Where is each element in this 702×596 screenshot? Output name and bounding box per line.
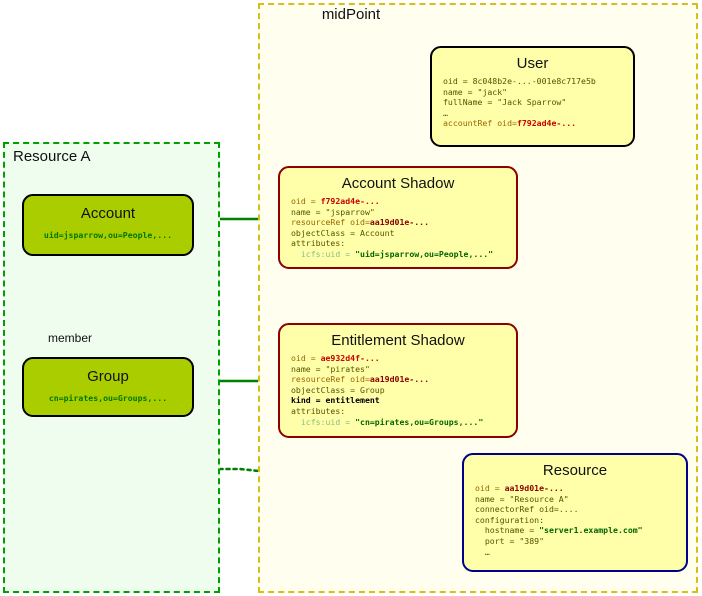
node-group-title: Group	[87, 368, 129, 385]
user-oid-value: 8c048b2e-...-001e8c717e5b	[472, 76, 596, 86]
resource-hostname-key: hostname =	[475, 525, 540, 536]
node-account-shadow-title: Account Shadow	[341, 175, 455, 192]
entitlement-shadow-attr-value: "cn=pirates,ou=Groups,..."	[355, 416, 484, 427]
node-resource-body: oid = aa19d01e-... name = "Resource A" c…	[475, 483, 686, 557]
resource-connectorref-value: ....	[558, 504, 579, 515]
node-user-body: oid = 8c048b2e-...-001e8c717e5b name = "…	[443, 76, 633, 129]
node-entitlement-shadow-body: oid = ae932d4f-... name = "pirates" reso…	[291, 353, 516, 427]
node-group-subtitle: cn=pirates,ou=Groups,...	[48, 393, 168, 403]
entitlement-shadow-attr-name: icfs:uid =	[291, 416, 356, 427]
account-shadow-attr-value: "uid=jsparrow,ou=People,..."	[355, 248, 494, 259]
account-shadow-objectclass-value: Account	[360, 227, 395, 238]
node-account[interactable]: Account uid=jsparrow,ou=People,...	[22, 194, 194, 256]
node-resource-title: Resource	[542, 462, 608, 479]
user-oid-key: oid =	[443, 76, 473, 86]
node-user-title: User	[516, 55, 549, 72]
user-fullname-key: fullName =	[443, 97, 498, 108]
resource-connectorref-key: connectorRef oid=	[475, 504, 559, 515]
resource-port-key: port =	[475, 535, 520, 546]
resource-configuration-key: configuration:	[475, 514, 545, 525]
resource-port-value: "389"	[519, 535, 545, 546]
entitlement-shadow-attributes-key: attributes:	[291, 405, 346, 416]
user-name-key: name =	[443, 86, 478, 97]
node-account-shadow[interactable]: Account Shadow oid = f792ad4e-... name =…	[278, 166, 518, 269]
entitlement-shadow-resourceref-value: aa19d01e-...	[369, 374, 430, 385]
user-fullname-value: "Jack Sparrow"	[497, 97, 567, 108]
container-resource-a-title: Resource A	[13, 148, 91, 165]
container-midpoint-title: midPoint	[321, 6, 381, 23]
resource-ellipsis: …	[475, 546, 490, 557]
account-shadow-attributes-key: attributes:	[291, 238, 346, 249]
account-shadow-attr-name: icfs:uid =	[291, 248, 356, 259]
account-shadow-objectclass-key: objectClass =	[291, 227, 361, 238]
entitlement-shadow-oid-value: ae932d4f-...	[320, 353, 380, 363]
node-group[interactable]: Group cn=pirates,ou=Groups,...	[22, 357, 194, 417]
resource-oid-value: aa19d01e-...	[504, 483, 564, 493]
node-resource[interactable]: Resource oid = aa19d01e-... name = "Reso…	[462, 453, 688, 572]
edge-label-member: member	[48, 331, 93, 345]
account-shadow-resourceref-value: aa19d01e-...	[369, 217, 430, 228]
resource-name-value: "Resource A"	[509, 493, 569, 504]
node-account-shadow-body: oid = f792ad4e-... name = "jsparrow" res…	[291, 196, 516, 260]
node-account-title: Account	[80, 205, 136, 222]
entitlement-shadow-resourceref-key: resourceRef oid=	[291, 374, 370, 385]
entitlement-shadow-kind-line: kind = entitlement	[291, 395, 380, 406]
user-ellipsis: …	[443, 107, 448, 118]
user-name-value: "jack"	[477, 86, 508, 97]
resource-hostname-value: "server1.example.com"	[539, 525, 643, 536]
resource-name-key: name =	[475, 493, 510, 504]
resource-oid-key: oid =	[475, 483, 505, 493]
node-account-subtitle: uid=jsparrow,ou=People,...	[43, 230, 173, 240]
user-accountref-value: f792ad4e-...	[516, 118, 577, 129]
account-shadow-name-key: name =	[291, 206, 326, 217]
node-entitlement-shadow-title: Entitlement Shadow	[331, 332, 465, 349]
account-shadow-oid-value: f792ad4e-...	[320, 196, 380, 206]
entitlement-shadow-name-key: name =	[291, 363, 326, 374]
node-user[interactable]: User oid = 8c048b2e-...-001e8c717e5b nam…	[430, 46, 635, 147]
entitlement-shadow-name-value: "pirates"	[325, 363, 370, 374]
entitlement-shadow-oid-key: oid =	[291, 353, 321, 363]
account-shadow-resourceref-key: resourceRef oid=	[291, 217, 370, 228]
user-accountref-key: accountRef oid=	[443, 118, 517, 129]
entitlement-shadow-objectclass-key: objectClass =	[291, 384, 361, 395]
entitlement-shadow-objectclass-value: Group	[360, 384, 385, 395]
account-shadow-oid-key: oid =	[291, 196, 321, 206]
account-shadow-name-value: "jsparrow"	[325, 206, 375, 217]
node-entitlement-shadow[interactable]: Entitlement Shadow oid = ae932d4f-... na…	[278, 323, 518, 438]
